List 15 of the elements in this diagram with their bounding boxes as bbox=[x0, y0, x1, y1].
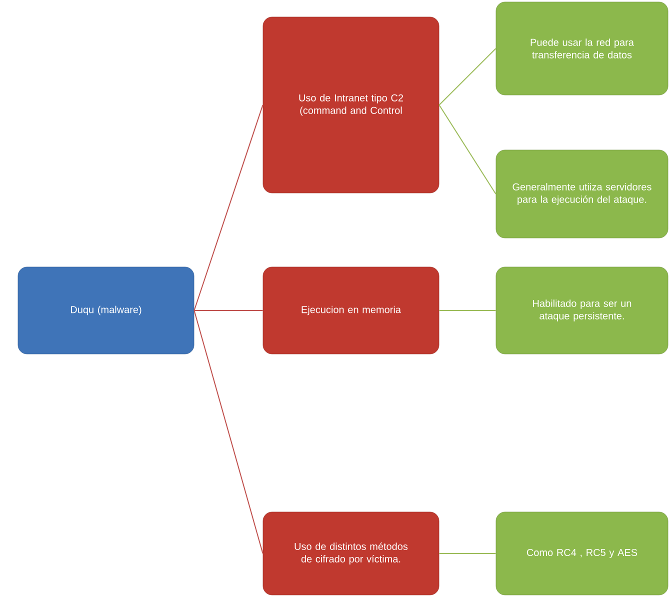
connector-line bbox=[194, 310, 264, 311]
connector-line bbox=[438, 48, 496, 106]
connector-line bbox=[194, 310, 264, 554]
process-box: Duqu (malware) bbox=[18, 266, 194, 354]
process-box: Uso de distintos métodos de cifrado por víctima. bbox=[262, 512, 440, 596]
connector-line bbox=[438, 104, 496, 194]
connector-line bbox=[438, 552, 496, 554]
connector-line bbox=[194, 104, 264, 311]
process-box: Uso de Intranet tipo C2 (command and Control bbox=[262, 16, 440, 194]
process-box: Puede usar la red para transferencia de datos bbox=[496, 2, 668, 96]
connector-line bbox=[438, 310, 496, 311]
process-box: Generalmente utiiza servidores para la ejecución del ataque. bbox=[496, 150, 668, 238]
process-box: Como RC4 , RC5 y AES bbox=[496, 512, 668, 596]
process-box: Habilitado para ser un ataque persistente. bbox=[496, 266, 668, 354]
process-box: Ejecucion en memoria bbox=[262, 266, 440, 354]
